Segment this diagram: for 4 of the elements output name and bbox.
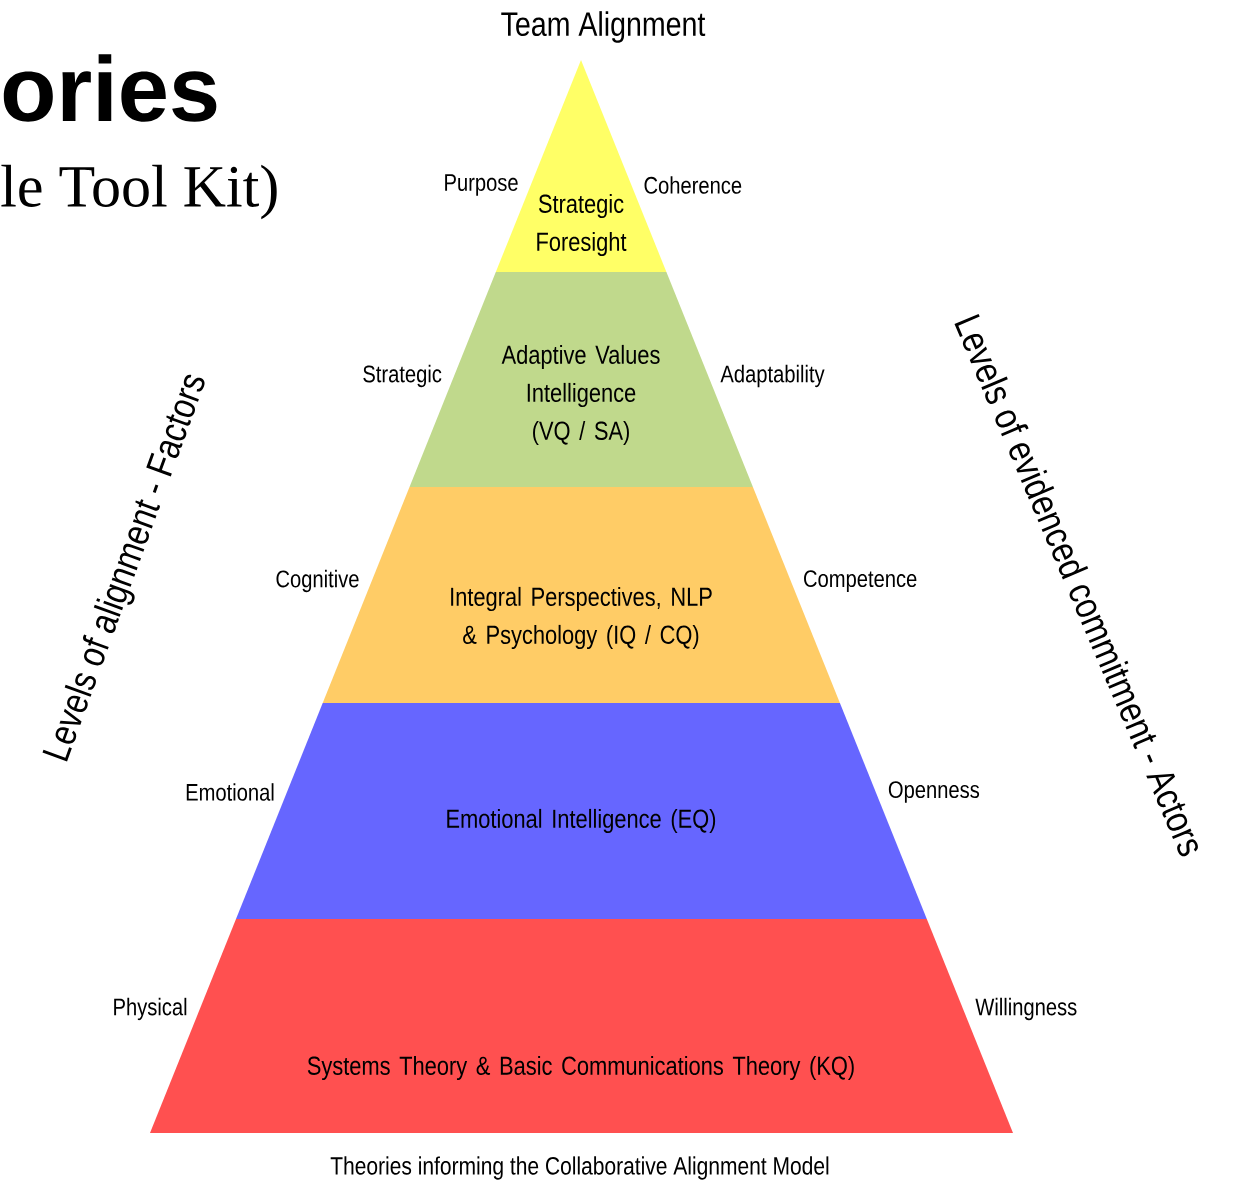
subheading-fragment: le Tool Kit) xyxy=(1,164,277,220)
heading-fragment: ories xyxy=(3,54,217,122)
title: Team Alignment xyxy=(501,11,706,43)
caption: Theories informing the Collaborative Alignment Model xyxy=(330,1156,829,1180)
